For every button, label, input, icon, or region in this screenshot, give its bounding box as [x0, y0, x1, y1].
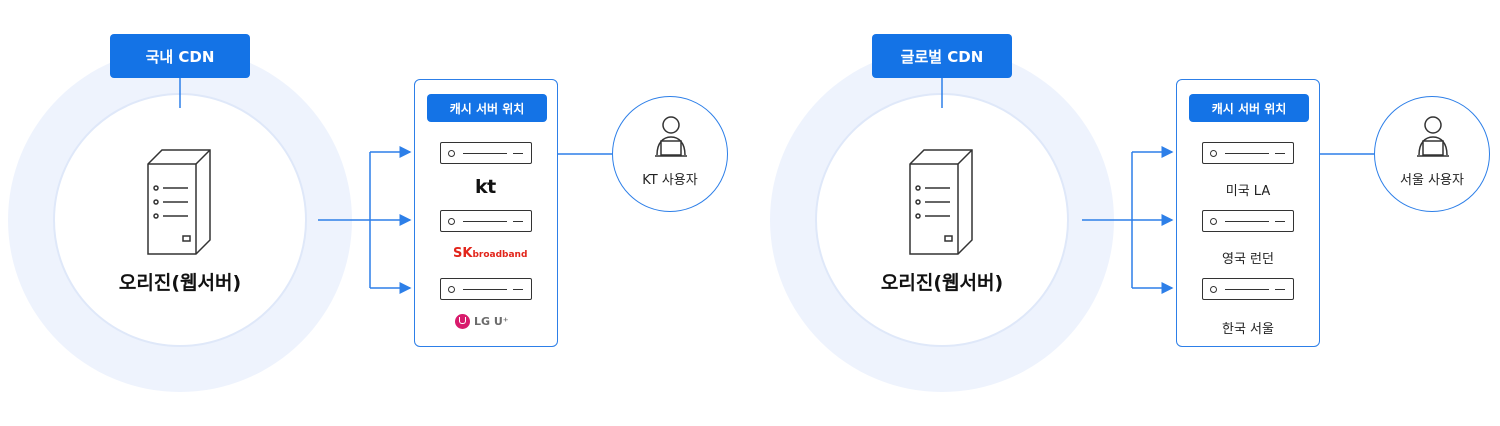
sk-logo-prefix: SK [453, 246, 473, 261]
user-node: KT 사용자 [612, 96, 728, 212]
lg-uplus-text: LG U⁺ [474, 315, 509, 328]
rack-server-icon [440, 210, 532, 232]
rack-server-icon [440, 278, 532, 300]
user-icon [655, 116, 687, 157]
rack-server-icon [440, 142, 532, 164]
location-label: 한국 서울 [1222, 322, 1274, 337]
user-label: 서울 사용자 [1400, 173, 1464, 188]
sk-logo-suffix: broadband [472, 250, 528, 260]
user-label: KT 사용자 [642, 173, 698, 188]
rack-server-icon [1202, 142, 1294, 164]
server-tower-icon [909, 149, 973, 255]
domestic-cdn-label: 국내 CDN [110, 34, 250, 78]
origin-label: 오리진(웹서버) [118, 272, 242, 294]
location-label: 영국 런던 [1222, 252, 1274, 267]
cache-server-panel: 캐시 서버 위치 kt SKbroadband LG U⁺ [414, 79, 558, 347]
rack-server-icon [1202, 278, 1294, 300]
lg-uplus-mark-icon [455, 314, 470, 329]
location-label: 미국 LA [1225, 184, 1271, 199]
panel-title: 캐시 서버 위치 [427, 94, 547, 122]
user-icon [1417, 116, 1449, 157]
sk-broadband-logo: SKbroadband [453, 242, 527, 261]
rack-server-icon [1202, 210, 1294, 232]
user-node: 서울 사용자 [1374, 96, 1490, 212]
origin-label: 오리진(웹서버) [880, 272, 1004, 294]
panel-title: 캐시 서버 위치 [1189, 94, 1309, 122]
server-tower-icon [147, 149, 211, 255]
lg-uplus-logo: LG U⁺ [455, 314, 509, 329]
cache-server-panel: 캐시 서버 위치 미국 LA 영국 런던 한국 서울 [1176, 79, 1320, 347]
global-cdn-label: 글로벌 CDN [872, 34, 1012, 78]
kt-logo: kt [475, 176, 496, 198]
